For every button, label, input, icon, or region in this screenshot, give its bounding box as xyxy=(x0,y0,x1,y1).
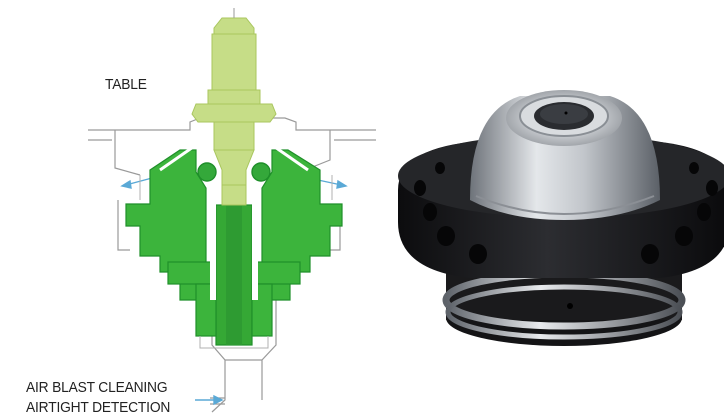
airtight-detection-label: AIRTIGHT DETECTION xyxy=(26,399,171,416)
air-flow-arrows xyxy=(120,177,348,406)
housing-lines xyxy=(139,175,333,349)
cross-section-diagram xyxy=(88,8,376,413)
clamp-body xyxy=(125,143,343,346)
table-outline xyxy=(88,117,376,413)
pull-stud xyxy=(191,8,277,206)
table-label: TABLE xyxy=(105,76,147,93)
mounting-holes xyxy=(414,162,718,264)
product-photo xyxy=(398,90,724,346)
air-blast-cleaning-label: AIR BLAST CLEANING xyxy=(26,379,168,396)
